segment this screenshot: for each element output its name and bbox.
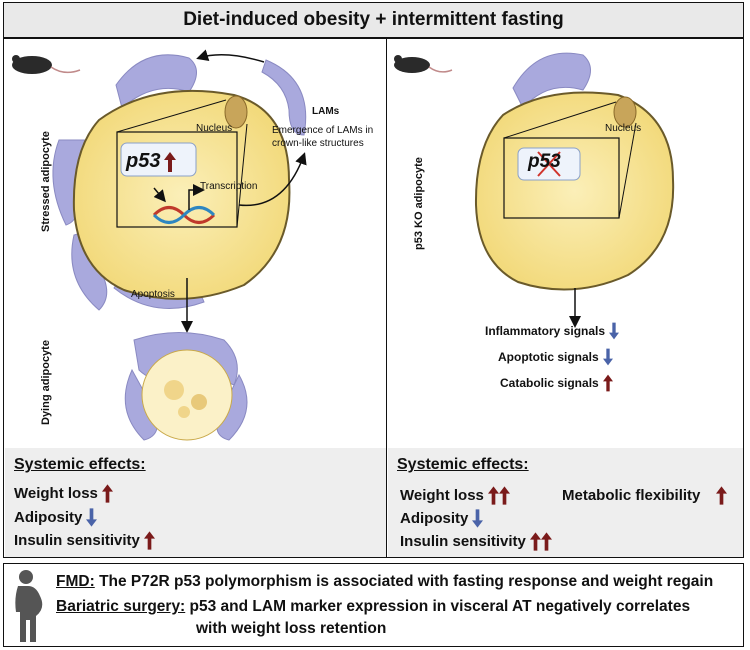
up-arrow-icon [602,374,613,392]
lams-label: LAMs [312,106,340,117]
right-effect-weight-loss: Weight loss [400,486,510,505]
bottom-findings-box [3,563,744,647]
down-arrow-icon [472,509,484,528]
right-effects-box [387,448,743,557]
dying-adipocyte-cell [124,332,248,441]
left-effects-box [4,448,386,557]
mouse-icon [12,55,81,74]
macrophage-cell [512,52,591,109]
figure-title: Diet-induced obesity + intermittent fast… [3,2,744,38]
signal-catabolic: Catabolic signals [500,374,613,392]
macrophage-cells [52,54,307,311]
stressed-adipocyte-cell [72,89,291,300]
double-up-arrow-icon [487,486,510,505]
left-effect-insulin: Insulin sensitivity [14,531,155,550]
p53-text: p53 [126,150,161,172]
nucleus-zoom-box [503,137,620,219]
nucleus-zoom-box [116,131,238,228]
down-arrow-icon [609,322,620,340]
fmd-text: The P72R p53 polymorphism is associated … [99,573,714,590]
ko-adipocyte-label: p53 KO adipocyte [413,157,425,250]
transcription-label: Transcription [200,181,258,192]
right-diagram [394,52,675,328]
ko-cross-icon [537,151,561,177]
up-arrow-icon [716,486,728,505]
dna-icon [152,206,216,224]
down-arrow-icon [602,348,613,366]
nucleus-label-right: Nucleus [605,123,642,134]
fmd-finding: FMD: The P72R p53 polymorphism is associ… [56,573,713,591]
up-arrow-icon [164,151,177,172]
mouse-icon [394,55,453,73]
up-arrow-icon [143,531,155,550]
right-effect-metabolic-flexibility: Metabolic flexibility [562,486,728,505]
left-systemic-title: Systemic effects: [14,456,146,473]
right-effect-adiposity: Adiposity [400,509,484,528]
right-systemic-title: Systemic effects: [397,456,529,473]
down-arrow-icon [86,508,98,527]
left-effect-adiposity: Adiposity [14,508,98,527]
person-silhouette-icon [15,570,43,642]
left-effect-weight-loss: Weight loss [14,484,113,503]
fmd-label: FMD: [56,573,95,590]
dying-adipocyte-label: Dying adipocyte [40,340,52,425]
bariatric-label: Bariatric surgery: [56,598,186,615]
nucleus-shape [224,95,248,129]
bariatric-text-1: p53 and LAM marker expression in viscera… [189,598,691,615]
signal-inflammatory: Inflammatory signals [485,322,620,340]
p53-ko-label: p53 [528,151,561,172]
right-effect-insulin: Insulin sensitivity [400,532,552,551]
bariatric-finding: Bariatric surgery: p53 and LAM marker ex… [56,598,690,616]
bariatric-text-2: with weight loss retention [196,620,387,637]
nucleus-label: Nucleus [196,123,233,134]
apoptosis-label: Apoptosis [131,289,175,300]
left-diagram [12,49,307,441]
signal-apoptotic: Apoptotic signals [498,348,613,366]
up-arrow-icon [101,484,113,503]
emergence-label: Emergence of LAMs in crown-like structur… [272,125,374,149]
double-up-arrow-icon [529,532,552,551]
p53-label: p53 [126,150,177,173]
stressed-adipocyte-label: Stressed adipocyte [40,131,52,232]
right-panel [386,38,744,558]
ko-adipocyte-cell [474,91,675,291]
